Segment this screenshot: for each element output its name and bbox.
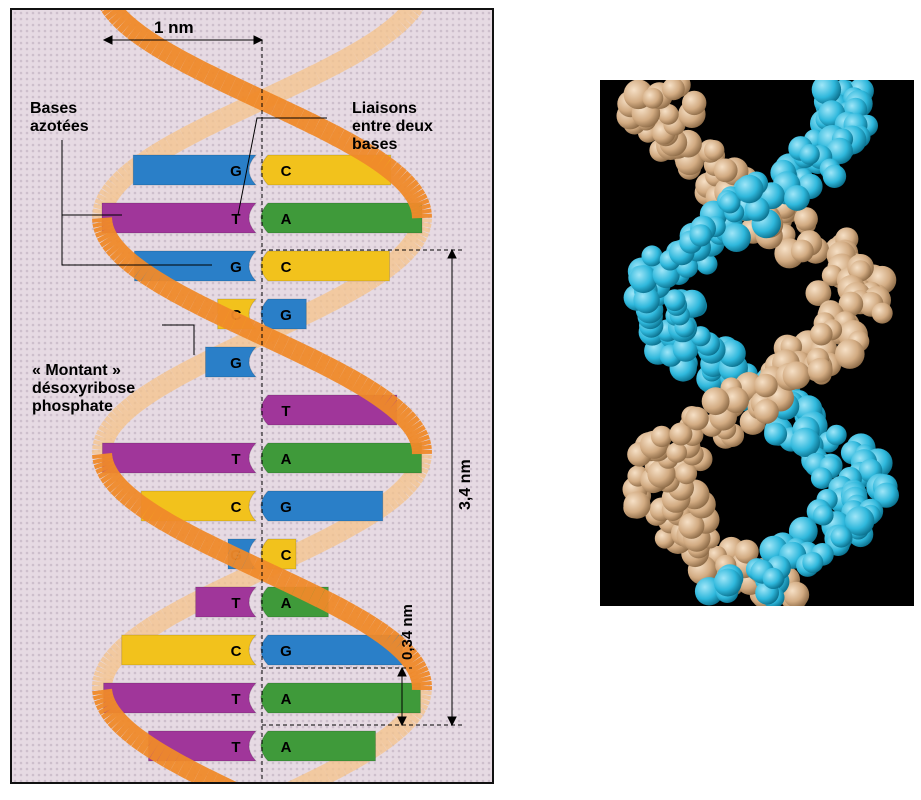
atom-sphere	[722, 223, 751, 253]
atom-sphere	[754, 373, 778, 398]
atom-sphere	[657, 103, 679, 125]
base-letter: C	[281, 259, 292, 276]
rise-label: 0,34 nm	[399, 604, 416, 660]
base-letter: A	[281, 595, 292, 612]
space-filling-model-panel	[600, 80, 914, 606]
atom-sphere	[704, 140, 725, 161]
atom-sphere	[682, 90, 707, 116]
base-letter: T	[231, 691, 240, 708]
base-letter: G	[230, 355, 242, 372]
atom-sphere	[675, 462, 698, 485]
base-letter: G	[280, 643, 292, 660]
atom-sphere	[701, 387, 730, 416]
atom-sphere	[810, 322, 833, 346]
atom-sphere	[723, 387, 749, 414]
atom-sphere	[734, 539, 759, 564]
atom-sphere	[799, 144, 820, 165]
atom-sphere	[754, 399, 779, 424]
atom-sphere	[713, 568, 742, 597]
atom-sphere	[790, 239, 814, 263]
atom-sphere	[666, 442, 687, 463]
atom-sphere	[663, 289, 686, 312]
atom-sphere	[822, 164, 847, 188]
atom-sphere	[784, 185, 810, 211]
atom-sphere	[633, 287, 660, 314]
atom-sphere	[838, 291, 864, 317]
atom-sphere	[651, 425, 673, 448]
width-label: 1 nm	[154, 18, 194, 37]
base-letter: T	[231, 595, 240, 612]
base-letter: A	[281, 739, 292, 756]
atom-sphere	[871, 302, 893, 324]
atom-sphere	[783, 581, 810, 606]
dna-schematic-panel: GCTAGCCGGTTACGGCTACGTATA 1 nm Basesazoté…	[10, 8, 494, 784]
atom-sphere	[685, 406, 709, 431]
base-letter: C	[281, 163, 292, 180]
pitch-label: 3,4 nm	[457, 459, 474, 510]
atom-sphere	[623, 491, 651, 519]
atom-sphere	[790, 427, 820, 457]
base-letter: A	[281, 451, 292, 468]
atom-sphere	[810, 467, 833, 490]
base-letter: T	[281, 403, 290, 420]
base-letter: A	[281, 211, 292, 228]
atom-sphere	[689, 224, 712, 247]
atom-sphere	[641, 245, 663, 267]
atom-sphere	[802, 552, 824, 573]
atom-sphere	[764, 422, 788, 446]
atom-sphere	[735, 174, 764, 204]
atom-sphere	[642, 87, 664, 109]
base-letter: A	[281, 691, 292, 708]
atom-sphere	[811, 80, 842, 105]
atom-sphere	[845, 506, 875, 536]
base-letter: G	[280, 499, 292, 516]
base-letter: G	[280, 307, 292, 324]
space-filling-dna-model	[616, 80, 899, 606]
base-letter: T	[231, 451, 240, 468]
base-pair: G	[204, 346, 258, 378]
atom-sphere	[794, 207, 818, 231]
atom-sphere	[629, 265, 658, 294]
double-helix-diagram: GCTAGCCGGTTACGGCTACGTATA 1 nm Basesazoté…	[12, 10, 492, 782]
atom-sphere	[807, 357, 833, 383]
atom-sphere	[813, 504, 834, 526]
base-letter: G	[230, 259, 242, 276]
atom-sphere	[662, 80, 685, 101]
atom-sphere	[826, 137, 853, 165]
base-letter: C	[281, 547, 292, 564]
atom-sphere	[782, 361, 811, 390]
atom-sphere	[835, 339, 865, 369]
atom-sphere	[713, 158, 738, 183]
atom-sphere	[672, 335, 699, 362]
base-pair: T	[260, 394, 398, 426]
atom-sphere	[718, 339, 746, 367]
base-letter: T	[231, 739, 240, 756]
atom-sphere	[678, 512, 705, 539]
base-letter: T	[231, 211, 240, 228]
atom-sphere	[669, 422, 693, 446]
atom-sphere	[762, 567, 784, 589]
atom-sphere	[873, 482, 899, 508]
base-letter: G	[230, 163, 242, 180]
base-letter: C	[231, 499, 242, 516]
atom-sphere	[830, 526, 852, 548]
base-letter: C	[231, 643, 242, 660]
atom-sphere	[826, 424, 847, 446]
atom-sphere	[719, 192, 741, 214]
atom-sphere	[805, 280, 832, 306]
